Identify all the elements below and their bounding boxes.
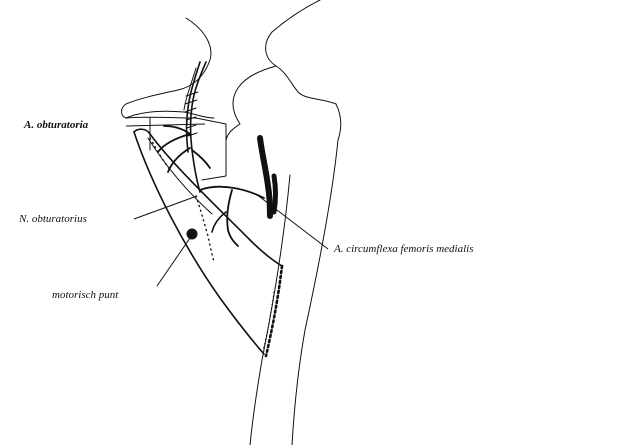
femur-trochanter (335, 103, 342, 141)
vessel-bundle (189, 61, 207, 193)
vessel-bundle-3 (183, 67, 197, 111)
leader-motorisch (156, 237, 191, 287)
muscle-upper-box (149, 117, 227, 181)
vessel-branch-d (226, 189, 239, 247)
motor-point-dot (186, 228, 198, 240)
vessel-branch-b (167, 147, 211, 173)
label-a-circumflexa: A. circumflexa femoris medialis (334, 243, 474, 255)
leader-obturatoria (125, 123, 206, 127)
circumflex-artery-2 (271, 173, 278, 215)
muscle-medial-edge (133, 131, 265, 355)
label-motorisch-punt: motorisch punt (52, 289, 119, 301)
muscle-outline (133, 128, 283, 267)
label-a-obturatoria: A. obturatoria (24, 119, 89, 131)
nerve-dotted-2 (149, 137, 171, 171)
vessel-bundle-2 (185, 61, 201, 153)
femur-shaft-lateral (291, 139, 339, 445)
femur-neck (225, 65, 277, 141)
femur-head (265, 0, 337, 105)
label-n-obturatorius: N. obturatorius (19, 213, 87, 225)
pelvis-outline (121, 17, 215, 119)
circumflex-artery (257, 135, 273, 219)
insertion-dashes-inner (262, 291, 275, 351)
insertion-dashes (264, 264, 284, 358)
pelvis-lower-edge (125, 116, 197, 119)
leader-obturatorius (133, 195, 198, 220)
muscle-inner-line (147, 137, 213, 215)
femur-shaft-medial (249, 174, 291, 445)
nerve-dotted (195, 195, 215, 263)
leader-circumflexa (255, 193, 329, 250)
vessel-branch-a (157, 125, 191, 153)
vessel-branch-e (211, 211, 227, 233)
bundle-hatch (184, 91, 199, 137)
